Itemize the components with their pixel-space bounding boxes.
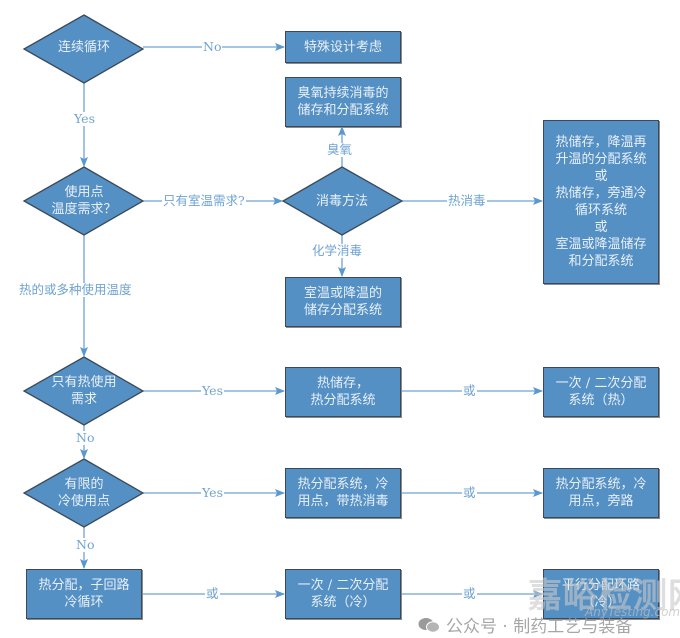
box-label-line: 一次 / 二次分配 (555, 376, 647, 391)
edge-label-no: No (75, 537, 96, 552)
box-label-line: 平行分配环路 (561, 578, 640, 593)
box-label-line: 热分配系统，冷 (555, 477, 647, 492)
box-ambient-chem-system: 室温或降温的 储存分配系统 (285, 277, 401, 327)
decision-label-line: 需求 (70, 392, 97, 407)
box-label-line: 热分配系统 (310, 393, 376, 408)
box-label-line: 热储存， (316, 376, 369, 391)
box-label: 特殊设计考虑 (303, 39, 382, 55)
box-label-line: 一次 / 二次分配 (297, 578, 389, 593)
box-hot-options: 热储存，降温再 升温的分配系统 或 热储存，旁通冷 循环系统 或 室温或降温储存… (543, 120, 659, 284)
edge-label-yes: Yes (201, 383, 224, 398)
decision-hot-only: 只有热使用 需求 (34, 373, 134, 409)
box-label-line: 臭氧持续消毒的 (297, 86, 389, 101)
watermark-account: 公众号 · 制药工艺与装备 (418, 612, 632, 637)
box-label-line: 用点，旁路 (568, 494, 634, 509)
box-hot-dist-cold-sanitize: 热分配系统，冷 用点，带热消毒 (285, 468, 401, 518)
box-special-design: 特殊设计考虑 (285, 31, 401, 63)
box-label-line: 系统（热） (568, 393, 634, 408)
box-label-line: 热储存，降温再 (555, 135, 647, 150)
edge-label-hot-or-multi: 热的或多种使用温度 (18, 282, 133, 297)
decision-sanitization-method-shape (281, 166, 404, 236)
edge-label-or: 或 (462, 383, 477, 398)
edge-label-yes: Yes (73, 111, 96, 126)
box-hot-dist-cold-bypass: 热分配系统，冷 用点，旁路 (543, 468, 659, 518)
box-label-line: 循环系统 (574, 203, 627, 218)
edge-label-or: 或 (462, 586, 477, 601)
decision-label-line: 使用点 (64, 185, 104, 200)
box-label-line: 热分配，子回路 (38, 578, 130, 593)
decision-sanitization-method: 消毒方法 (292, 188, 392, 214)
decision-label-line: 只有热使用 (51, 375, 117, 390)
box-primary-secondary-cold: 一次 / 二次分配 系统（冷） (285, 569, 401, 619)
edge-label-or: 或 (462, 485, 477, 500)
decision-label-line: 温度需求？ (51, 202, 117, 217)
edge-label-no: No (75, 430, 96, 445)
box-parallel-loop-cold: 平行分配环路 （冷） (543, 569, 659, 619)
box-hot-storage-dist: 热储存， 热分配系统 (285, 367, 401, 417)
decision-label-line: 冷使用点 (57, 494, 110, 509)
box-primary-secondary-hot: 一次 / 二次分配 系统（热） (543, 367, 659, 417)
box-label-line: 或 (594, 169, 608, 184)
box-hot-dist-subloop-cold: 热分配，子回路 冷循环 (26, 569, 142, 619)
wechat-icon (418, 617, 440, 633)
edge-label-yes: Yes (201, 485, 224, 500)
decision-label-line: 有限的 (64, 477, 104, 492)
decision-use-point-temp-shape (22, 166, 145, 236)
box-label-line: 和分配系统 (568, 254, 634, 269)
edge-label-or: 或 (205, 586, 220, 601)
box-label-line: 冷循环 (64, 595, 104, 610)
box-label-line: 储存分配系统 (303, 303, 382, 318)
decision-hot-only-shape (22, 356, 145, 426)
box-label-line: 室温或降温储存 (555, 237, 647, 252)
decision-label: 消毒方法 (315, 193, 368, 209)
edge-label-no: No (202, 39, 223, 54)
decision-continuous-loop-shape (22, 14, 145, 84)
box-label-line: 升温的分配系统 (555, 152, 647, 167)
decision-continuous-loop: 连续循环 (34, 34, 134, 60)
box-label-line: 用点，带热消毒 (297, 494, 389, 509)
watermark-site: 嘉峪检测网 (528, 576, 680, 616)
edge-label-chem-sanitize: 化学消毒 (311, 243, 364, 258)
decision-limited-cold: 有限的 冷使用点 (34, 475, 134, 511)
decision-limited-cold-shape (22, 458, 145, 528)
box-label-line: 或 (594, 220, 608, 235)
box-ozone-system: 臭氧持续消毒的 储存和分配系统 (285, 77, 401, 127)
box-label-line: 储存和分配系统 (297, 103, 389, 118)
decision-use-point-temp: 使用点 温度需求？ (34, 183, 134, 219)
watermark-account-text: 公众号 · 制药工艺与装备 (446, 617, 633, 637)
decision-label: 连续循环 (57, 39, 110, 55)
box-label-line: 系统（冷） (310, 595, 376, 610)
edge-label-heat-sanitize: 热消毒 (447, 193, 487, 208)
box-label-line: （冷） (581, 595, 621, 610)
edge-label-ambient-only: 只有室温需求? (162, 193, 246, 208)
box-label-line: 热分配系统，冷 (297, 477, 389, 492)
edge-label-ozone: 臭氧 (326, 142, 354, 157)
watermark-site-url: AnyTesting.com (585, 605, 680, 619)
box-label-line: 热储存，旁通冷 (555, 186, 647, 201)
box-label-line: 室温或降温的 (303, 286, 382, 301)
